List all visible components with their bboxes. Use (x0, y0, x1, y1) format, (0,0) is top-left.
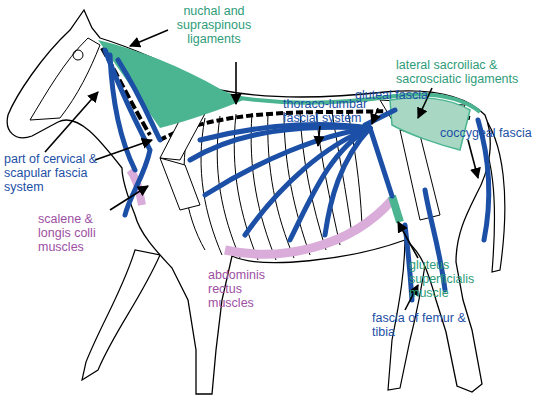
fascia-lines (105, 50, 489, 300)
callout-label: gluteus superficialis muscle (409, 258, 485, 300)
callout-label: lateral sacroiliac & sacrosciatic ligame… (396, 58, 536, 86)
humerus-bone (160, 158, 200, 210)
callout-label: coccygeal fascia (440, 126, 540, 140)
callout-label: gluteal fascia (355, 88, 435, 102)
callout-label: abdominis rectus muscles (208, 268, 288, 310)
callout-label: fascia of femur & tibia (372, 311, 472, 339)
skull-bone (30, 38, 100, 120)
femur-bone (400, 130, 440, 220)
sacroiliac-ligament (390, 98, 470, 150)
gluteus-superficialis-band (392, 196, 400, 222)
callout-label: part of cervical & scapular fascia syste… (4, 152, 116, 194)
callout-label: scalene & longis colli muscles (38, 212, 120, 254)
far-foreleg (82, 250, 160, 380)
callout-label: nuchal and supraspinous ligaments (168, 4, 260, 46)
eye-orbit (73, 50, 83, 60)
